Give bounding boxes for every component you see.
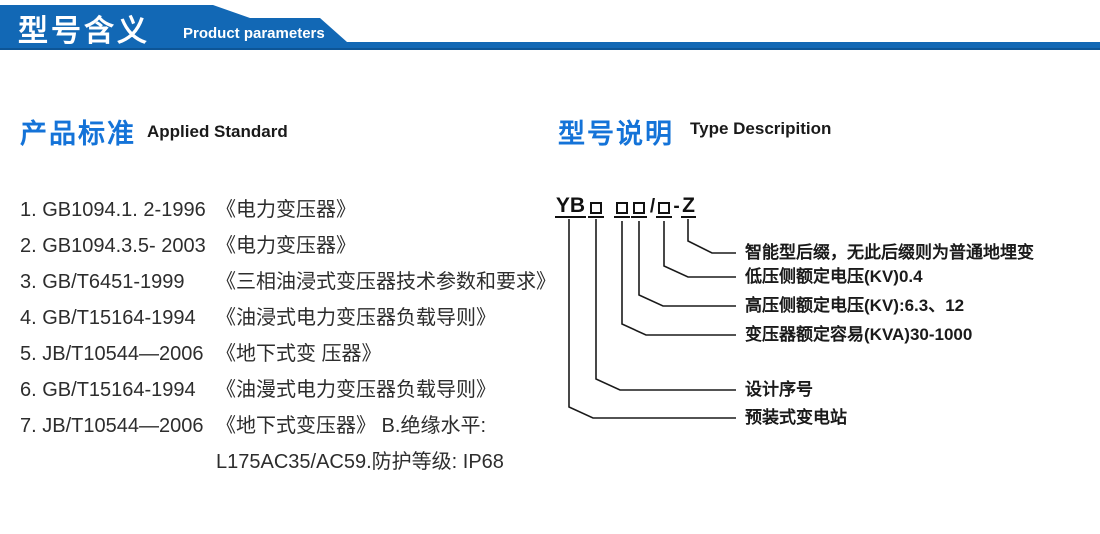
model-code-dash: - [673, 196, 680, 217]
standard-code [20, 445, 216, 481]
standard-name: 《油浸式电力变压器负载导则》 [216, 307, 496, 329]
model-code-box-4 [656, 196, 672, 218]
list-item: 2. GB1094.3.5- 2003 《电力变压器》 [20, 229, 548, 265]
model-code-connector-lines [568, 219, 736, 419]
standard-code: 6. GB/T15164-1994 [20, 379, 196, 401]
page-subtitle: Product parameters [183, 25, 325, 42]
model-code-prefix: YB [555, 194, 586, 218]
standard-code: 7. JB/T10544—2006 [20, 415, 204, 437]
placeholder-box-icon [658, 202, 670, 214]
list-item: 5. JB/T10544—2006 《地下式变 压器》 [20, 337, 548, 373]
placeholder-box-icon [616, 202, 628, 214]
label-rated-capacity: 变压器额定容易(KVA)30-1000 [745, 325, 973, 344]
standards-title-cn: 产品标准 [20, 119, 136, 149]
type-title-en: Type Descripition [690, 119, 832, 138]
label-hv-rated-voltage: 高压侧额定电压(KV):6.3、12 [745, 296, 965, 315]
standard-code: 4. GB/T15164-1994 [20, 307, 196, 329]
banner-ribbon-shape [0, 5, 1100, 50]
standard-name: 《电力变压器》 [216, 235, 356, 257]
standard-code: 3. GB/T6451-1999 [20, 271, 185, 293]
list-item: 7. JB/T10544—2006 《地下式变压器》 B.绝缘水平: [20, 409, 548, 445]
list-item: 3. GB/T6451-1999 《三相油浸式变压器技术参数和要求》 [20, 265, 556, 301]
label-design-serial: 设计序号 [745, 380, 813, 399]
standard-code: 1. GB1094.1. 2-1996 [20, 199, 206, 221]
model-code-box-1 [588, 196, 604, 218]
standards-list: 1. GB1094.1. 2-1996 《电力变压器》 2. GB1094.3.… [20, 193, 556, 481]
label-prefab-substation: 预装式变电站 [745, 408, 847, 427]
label-smart-suffix: 智能型后缀，无此后缀则为普通地埋变 [745, 243, 1034, 262]
list-item: 1. GB1094.1. 2-1996 《电力变压器》 [20, 193, 548, 229]
standard-name: 《地下式变 压器》 [216, 343, 382, 365]
type-title-cn: 型号说明 [558, 119, 674, 149]
model-code-slash: / [649, 196, 656, 217]
standard-name: L175AC35/AC59.防护等级: IP68 [216, 451, 504, 473]
model-code-suffix: Z [681, 194, 696, 218]
standard-code: 2. GB1094.3.5- 2003 [20, 235, 206, 257]
placeholder-box-icon [633, 202, 645, 214]
placeholder-box-icon [590, 202, 602, 214]
standard-code: 5. JB/T10544—2006 [20, 343, 204, 365]
standard-name: 《三相油浸式变压器技术参数和要求》 [216, 271, 556, 293]
model-code-box-2 [614, 196, 630, 218]
list-item: 6. GB/T15164-1994 《油漫式电力变压器负载导则》 [20, 373, 548, 409]
label-lv-rated-voltage: 低压侧额定电压(KV)0.4 [745, 267, 923, 286]
standards-title-en: Applied Standard [147, 122, 288, 141]
standard-name: 《油漫式电力变压器负载导则》 [216, 379, 496, 401]
model-code-box-3 [631, 196, 647, 218]
standard-name: 《电力变压器》 [216, 199, 356, 221]
page-title: 型号含义 [18, 15, 150, 48]
list-item: 4. GB/T15164-1994 《油浸式电力变压器负载导则》 [20, 301, 548, 337]
standard-name: 《地下式变压器》 B.绝缘水平: [216, 415, 487, 437]
list-item: L175AC35/AC59.防护等级: IP68 [20, 445, 548, 481]
